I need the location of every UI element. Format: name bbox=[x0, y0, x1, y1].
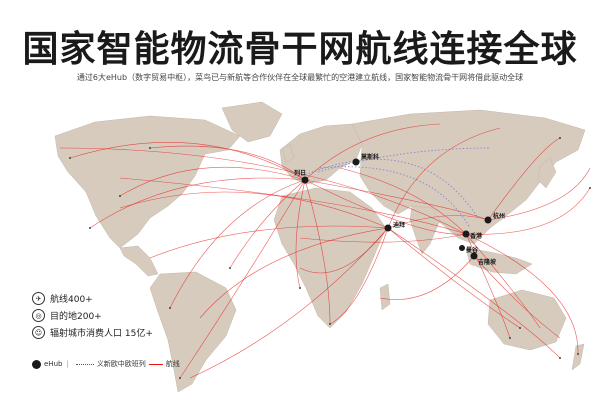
map-legend: eHub | 义新欧中欧班列 航线 bbox=[32, 359, 180, 369]
stat-population-label: 辐射城市消费人口 15亿+ bbox=[50, 329, 153, 339]
greenland bbox=[221, 101, 283, 143]
destination-dots bbox=[69, 137, 591, 379]
hub-label-hongkong: 香港 bbox=[469, 232, 483, 240]
legend-route-label: 航线 bbox=[165, 360, 180, 368]
stat-routes: ✈ 航线400+ bbox=[32, 290, 153, 307]
world-map: 列日 莫斯科 迪拜 杭州 香港 吉隆坡 曼谷 bbox=[0, 88, 600, 400]
continents bbox=[54, 101, 586, 393]
legend-separator: | bbox=[66, 360, 69, 368]
stats-panel: ✈ 航线400+ ◎ 目的地200+ ☺ 辐射城市消费人口 15亿+ bbox=[32, 290, 153, 341]
stat-destinations-label: 目的地200+ bbox=[50, 312, 102, 322]
legend-ehub-label: eHub bbox=[44, 360, 63, 368]
target-icon: ◎ bbox=[32, 309, 45, 322]
hub-label-hangzhou: 杭州 bbox=[493, 212, 505, 220]
japan bbox=[537, 157, 557, 189]
southeast-asia bbox=[465, 247, 533, 275]
hub-marker-hongkong[interactable] bbox=[462, 230, 470, 238]
australia bbox=[487, 289, 567, 351]
hub-label-bangkok: 曼谷 bbox=[466, 246, 479, 254]
hub-marker-dubai[interactable] bbox=[384, 224, 392, 232]
hub-labels: 列日 莫斯科 迪拜 杭州 香港 吉隆坡 曼谷 bbox=[294, 153, 505, 266]
air-routes bbox=[59, 123, 591, 379]
stat-destinations: ◎ 目的地200+ bbox=[32, 307, 153, 324]
uk bbox=[281, 143, 295, 163]
map-svg: 列日 莫斯科 迪拜 杭州 香港 吉隆坡 曼谷 bbox=[54, 101, 591, 393]
south-america bbox=[149, 271, 237, 393]
africa bbox=[273, 187, 387, 329]
central-america bbox=[119, 245, 159, 277]
railway-line-icon bbox=[75, 363, 94, 365]
page-title: 国家智能物流骨干网航线连接全球 bbox=[22, 29, 578, 70]
hub-marker-liege[interactable] bbox=[301, 176, 309, 184]
hub-label-moscow: 莫斯科 bbox=[360, 153, 379, 161]
stat-routes-label: 航线400+ bbox=[50, 295, 93, 305]
people-icon: ☺ bbox=[32, 326, 45, 339]
ehub-icon bbox=[32, 359, 41, 369]
hub-markers bbox=[301, 158, 492, 260]
hub-marker-hangzhou[interactable] bbox=[484, 216, 492, 224]
route-line-icon bbox=[148, 363, 163, 365]
hub-label-dubai: 迪拜 bbox=[393, 221, 405, 229]
page-subtitle: 通过6大eHub（数字贸易中枢），菜鸟已与新航等合作伙伴在全球最繁忙的空港建立航… bbox=[76, 73, 524, 82]
legend-railway-label: 义新欧中欧班列 bbox=[96, 360, 146, 368]
plane-icon: ✈ bbox=[32, 292, 45, 305]
hub-marker-bangkok[interactable] bbox=[459, 245, 465, 251]
india bbox=[409, 205, 441, 255]
railway-lines bbox=[301, 147, 491, 229]
hub-label-liege: 列日 bbox=[294, 169, 306, 177]
asia bbox=[351, 109, 586, 245]
hub-label-kualalumpur: 吉隆坡 bbox=[478, 258, 496, 266]
hub-marker-kualalumpur[interactable] bbox=[470, 252, 478, 260]
new-zealand bbox=[571, 343, 585, 371]
madagascar bbox=[379, 283, 391, 311]
stat-population: ☺ 辐射城市消费人口 15亿+ bbox=[32, 324, 153, 341]
hub-marker-moscow[interactable] bbox=[352, 158, 360, 166]
